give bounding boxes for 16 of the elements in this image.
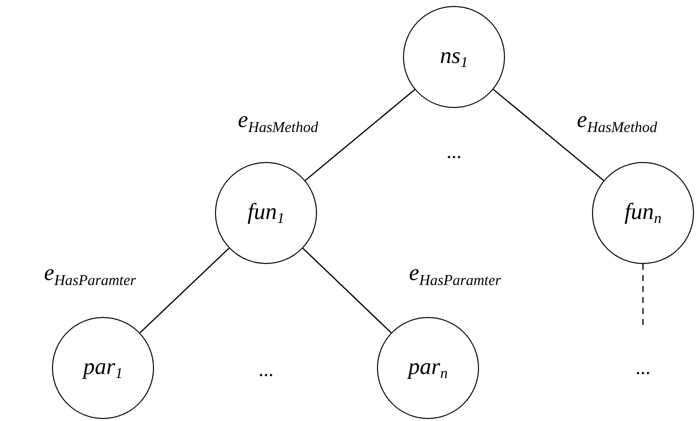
- node-circle: par$_{1}$: [52, 317, 154, 419]
- edge-label: e$_{HasParamter}$: [44, 261, 136, 289]
- node-circle: ns$_{1}$: [403, 6, 505, 108]
- node-circle: par$_{n}$: [377, 317, 479, 419]
- connector-line: [304, 89, 416, 181]
- connector-line: [302, 248, 392, 334]
- node-circle: fun$_{1}$: [215, 162, 317, 264]
- node-circle: fun$_{n}$: [592, 162, 694, 264]
- ellipsis: ...: [258, 360, 274, 380]
- edge-label: e$_{HasParamter}$: [409, 261, 501, 289]
- ellipsis: ...: [446, 142, 462, 162]
- connector-line: [492, 89, 604, 181]
- edge-label: e$_{HasMethod}$: [576, 108, 658, 136]
- edge-label: e$_{HasMethod}$: [238, 108, 318, 136]
- connector-line: [140, 248, 230, 334]
- ellipsis: ...: [636, 358, 650, 378]
